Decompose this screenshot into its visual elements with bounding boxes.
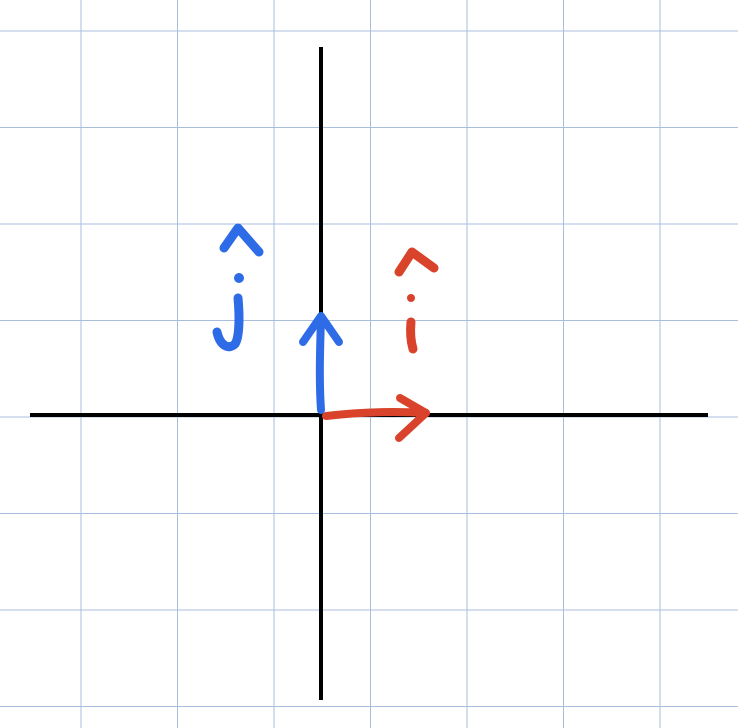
j-hat-caret <box>219 223 264 257</box>
i-hat-label <box>394 247 439 354</box>
j-hat-shaft <box>315 314 325 414</box>
j-hat-label <box>212 223 264 352</box>
i-hat-shaft <box>322 408 430 420</box>
j-hat-arrowhead <box>299 312 343 346</box>
j-hat-vector <box>299 312 343 414</box>
i-hat-arrowhead <box>395 394 430 442</box>
j-dot <box>234 273 244 283</box>
j-stroke <box>212 293 244 352</box>
i-hat-caret <box>394 247 439 277</box>
i-dot <box>407 294 415 302</box>
i-hat-vector <box>322 394 430 442</box>
i-stroke <box>406 317 418 354</box>
